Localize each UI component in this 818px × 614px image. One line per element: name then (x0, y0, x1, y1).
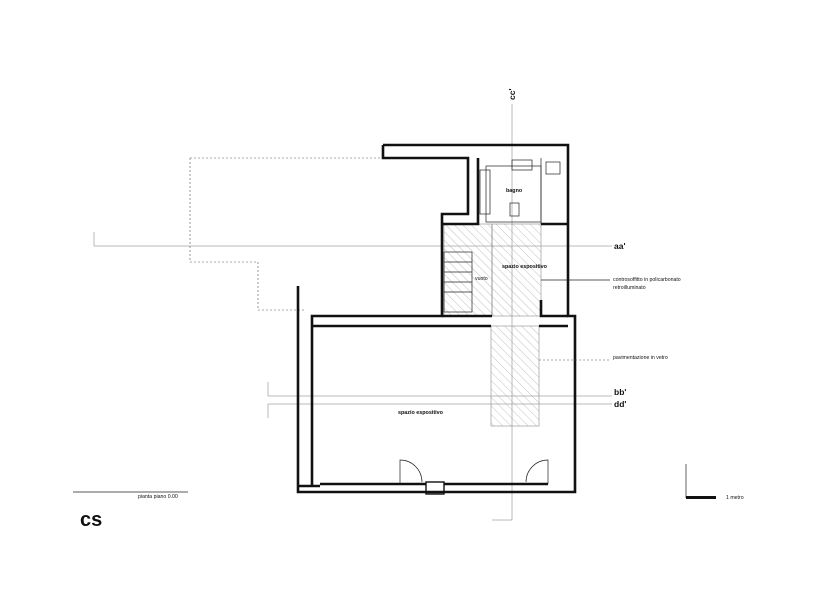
note-ceiling-line1: controsoffitto in policarbonato (613, 277, 681, 283)
bathroom-counter (479, 169, 491, 215)
section-label-bb: bb' (614, 387, 626, 397)
plan-caption: pianta piano 0.00 (138, 494, 178, 500)
bathroom-room (485, 165, 542, 223)
void-hatch (443, 223, 493, 317)
room-label-vuoto: vuoto (475, 276, 488, 282)
door-swing-right (525, 459, 549, 484)
polycarbonate-ceiling-hatch (491, 223, 542, 317)
room-label-upper-exhibit: spazio espositivo (502, 264, 548, 270)
bathroom-sink (511, 159, 533, 171)
adjacent-building-outline (189, 157, 383, 311)
room-label-bagno: bagno (506, 188, 523, 194)
section-label-cc: cc' (507, 89, 517, 100)
scale-label: 1 metro (726, 495, 744, 501)
door-swing-left (399, 459, 423, 484)
section-label-dd: dd' (614, 399, 626, 409)
section-label-aa: aa' (614, 241, 625, 251)
outer-walls (296, 143, 577, 494)
scale-bar (686, 496, 716, 499)
door-pillar (425, 481, 445, 495)
glass-floor-hatch (490, 325, 540, 427)
upper-block-walls (312, 158, 568, 328)
note-floor-glass: pavimentazione in vetro (613, 355, 668, 361)
room-label-lower-exhibit: spazio espositivo (398, 410, 444, 416)
logo-cs: cs (80, 509, 102, 531)
bathroom-fixture (545, 161, 561, 175)
note-ceiling-line2: retroilluminato (613, 285, 646, 291)
toilet-icon (509, 202, 520, 217)
